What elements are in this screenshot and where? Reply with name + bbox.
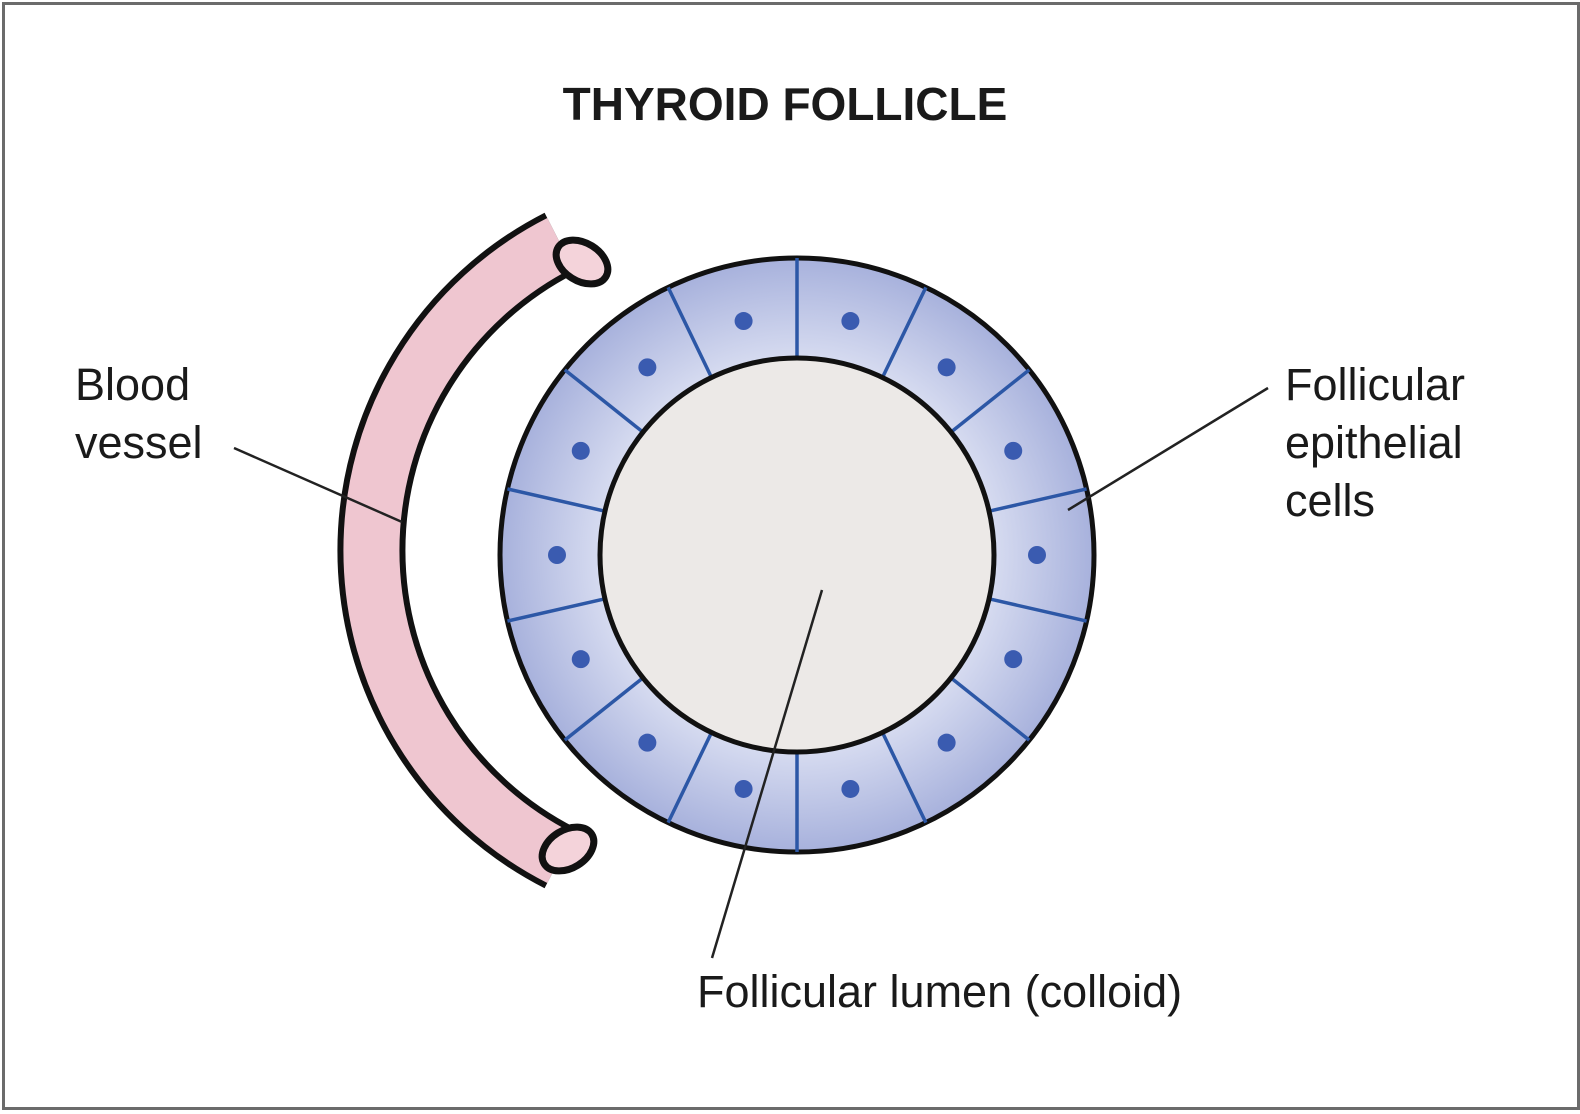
leader-line-epithelial-cells [1067, 386, 1269, 512]
cell-nucleus [1028, 546, 1046, 564]
cell-nucleus [841, 312, 860, 331]
cell-nucleus [734, 779, 753, 798]
cell-border [949, 676, 1031, 742]
cell-border [507, 487, 606, 513]
cell-border [666, 286, 714, 379]
cell-border [507, 597, 606, 623]
label-epithelial-cells-line1: Follicular [1285, 359, 1465, 410]
blood-vessel-upper-opening [552, 236, 612, 288]
follicle [497, 255, 1097, 855]
cell-border [949, 368, 1031, 434]
cell-nucleus [638, 733, 657, 752]
cell-border [988, 487, 1087, 513]
label-blood-vessel-line2: vessel [75, 417, 203, 468]
diagram-title: THYROID FOLLICLE [563, 78, 1008, 130]
label-blood-vessel-line1: Blood [75, 359, 190, 410]
leader-line-lumen [710, 589, 824, 959]
cell-border [666, 731, 714, 824]
label-epithelial-cells-line2: epithelial [1285, 417, 1463, 468]
cell-nucleus [1004, 441, 1023, 460]
cell-border [988, 597, 1087, 623]
cell-border [563, 676, 645, 742]
leader-line-blood-vessel [233, 446, 403, 524]
blood-vessel [337, 212, 612, 889]
cell-border [563, 368, 645, 434]
blood-vessel-body [343, 218, 573, 883]
cell-nucleus [937, 733, 956, 752]
cell-nucleus [937, 358, 956, 377]
blood-vessel-lower-opening [538, 823, 598, 875]
label-lumen: Follicular lumen (colloid) [697, 966, 1182, 1017]
cell-nucleus [548, 546, 566, 564]
cell-nucleus [1004, 650, 1023, 669]
cell-nuclei [548, 312, 1046, 798]
cell-nucleus [841, 779, 860, 798]
label-epithelial-cells-line3: cells [1285, 475, 1375, 526]
cell-nucleus [571, 441, 590, 460]
cell-borders [507, 258, 1087, 852]
follicular-lumen [597, 355, 997, 755]
cell-nucleus [571, 650, 590, 669]
label-blood-vessel: Blood vessel [75, 359, 203, 468]
cell-nucleus [638, 358, 657, 377]
label-epithelial-cells: Follicular epithelial cells [1285, 359, 1478, 526]
cell-border [880, 731, 928, 824]
cell-border [880, 286, 928, 379]
cell-nucleus [734, 312, 753, 331]
